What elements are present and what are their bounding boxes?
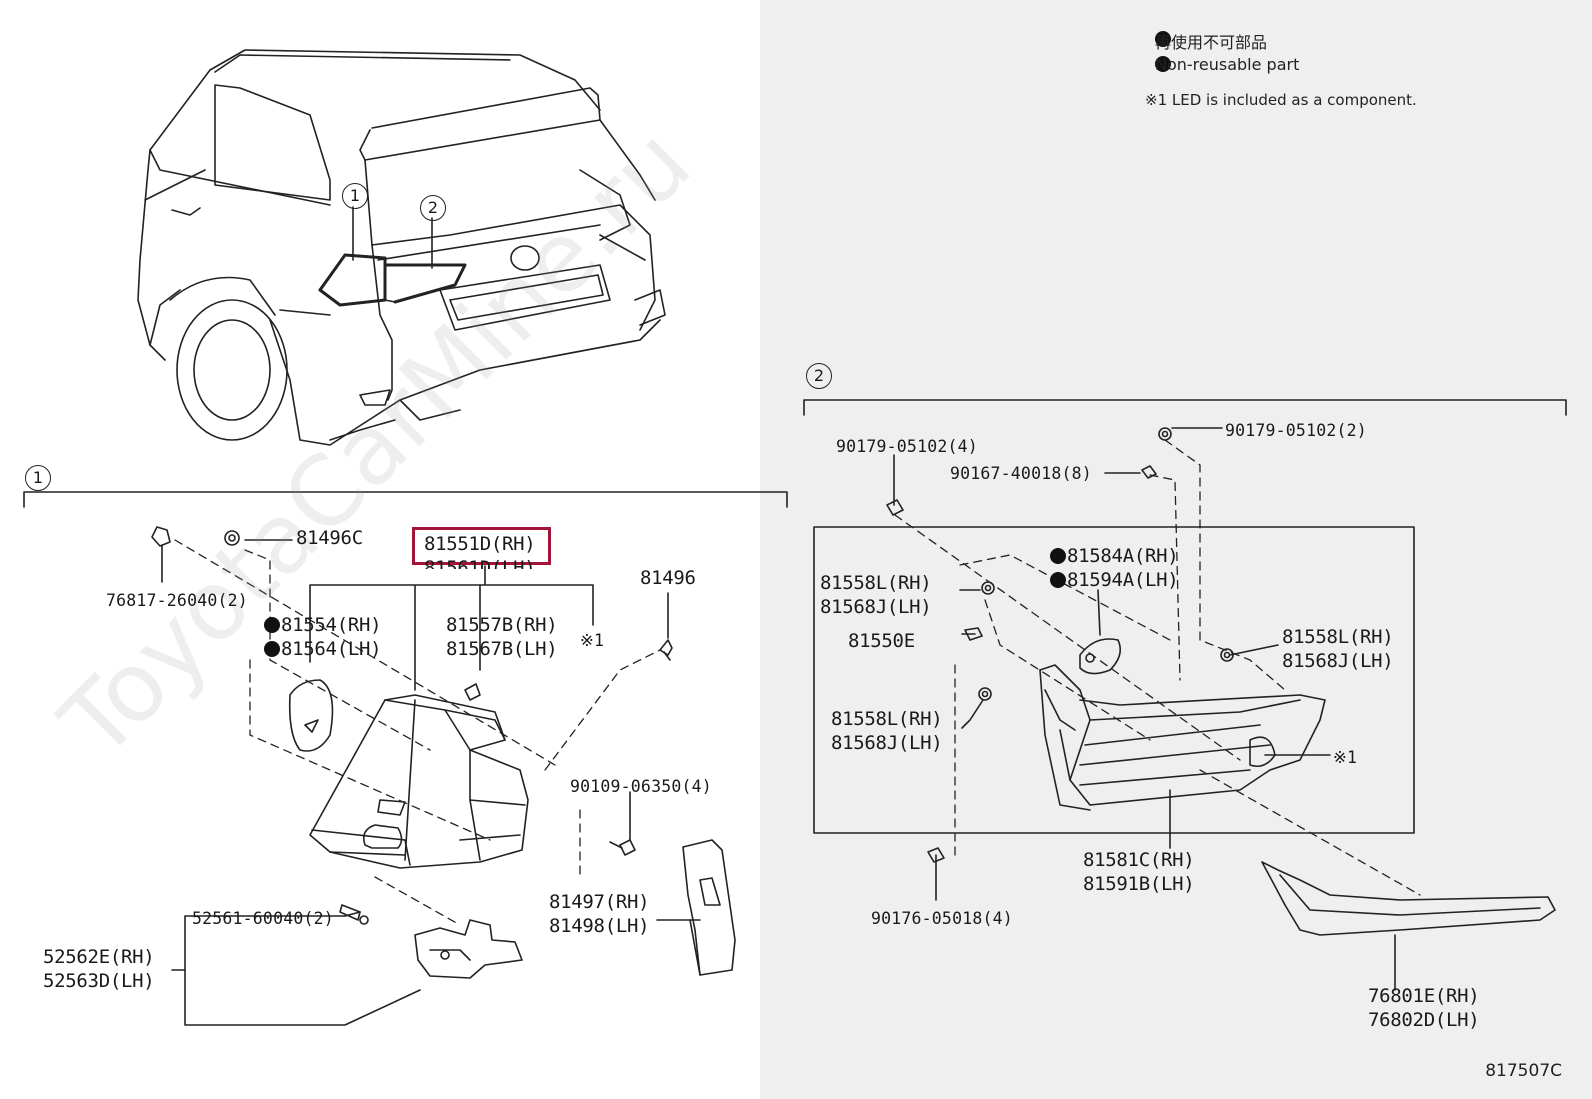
part-81567b[interactable]: 81567B(LH) — [446, 638, 558, 660]
non-reusable-icon — [1050, 548, 1066, 564]
part-81554[interactable]: 81554(RH) — [264, 614, 382, 636]
diagram-code: 817507C — [1485, 1061, 1562, 1081]
part-81584a[interactable]: 81584A(RH) — [1050, 545, 1179, 567]
part-81561d[interactable]: 81561D(LH) — [424, 557, 536, 569]
part-90179-05102-4[interactable]: 90179-05102(4) — [836, 437, 978, 456]
part-81568j-c[interactable]: 81568J(LH) — [1282, 650, 1394, 672]
part-81498[interactable]: 81498(LH) — [549, 915, 650, 937]
section-1-parts — [151, 526, 736, 979]
callout-2-car: 2 — [420, 195, 446, 221]
legend-en: Non-reusable part — [1155, 55, 1300, 74]
legend-jp: 再使用不可部品 — [1155, 33, 1268, 52]
part-81591b[interactable]: 81591B(LH) — [1083, 873, 1195, 895]
vehicle-rear-illustration — [137, 49, 666, 446]
non-reusable-icon — [264, 617, 280, 633]
legend-note: ※1 LED is included as a component. — [1145, 91, 1417, 109]
part-90109-06350[interactable]: 90109-06350(4) — [570, 777, 712, 796]
part-81558l-b[interactable]: 81558L(RH) — [831, 708, 943, 730]
non-reusable-icon — [264, 641, 280, 657]
part-81564[interactable]: 81564(LH) — [264, 638, 382, 660]
part-90176-05018[interactable]: 90176-05018(4) — [871, 909, 1013, 928]
part-81581c[interactable]: 81581C(RH) — [1083, 849, 1195, 871]
part-81568j-b[interactable]: 81568J(LH) — [831, 732, 943, 754]
note-ref-2: ※1 — [1333, 748, 1358, 767]
part-81496c[interactable]: 81496C — [296, 527, 363, 549]
section-1-lines — [23, 491, 788, 1026]
section-1-dashed — [174, 539, 661, 926]
part-76802d[interactable]: 76802D(LH) — [1368, 1009, 1480, 1031]
selected-part-highlight — [412, 527, 551, 565]
part-81557b[interactable]: 81557B(RH) — [446, 614, 558, 636]
part-81558l-a[interactable]: 81558L(RH) — [820, 572, 932, 594]
section-2-lines — [803, 399, 1567, 991]
part-81594a[interactable]: 81594A(LH) — [1050, 569, 1179, 591]
part-81550e[interactable]: 81550E — [848, 630, 915, 652]
section-2-parts — [886, 427, 1556, 936]
right-panel-background — [760, 0, 1592, 1099]
part-52561-60040[interactable]: 52561-60040(2) — [192, 909, 334, 928]
part-81497[interactable]: 81497(RH) — [549, 891, 650, 913]
part-52563d[interactable]: 52563D(LH) — [43, 970, 155, 992]
callout-1-car: 1 — [342, 183, 368, 209]
part-76801e[interactable]: 76801E(RH) — [1368, 985, 1480, 1007]
part-90167-40018[interactable]: 90167-40018(8) — [950, 464, 1092, 483]
callout-1-section: 1 — [25, 465, 51, 491]
part-81568j-a[interactable]: 81568J(LH) — [820, 596, 932, 618]
part-81551d[interactable]: 81551D(RH) — [424, 533, 536, 555]
part-81558l-c[interactable]: 81558L(RH) — [1282, 626, 1394, 648]
callout-2-section: 2 — [806, 363, 832, 389]
part-81496[interactable]: 81496 — [640, 567, 696, 589]
part-52562e[interactable]: 52562E(RH) — [43, 946, 155, 968]
non-reusable-icon — [1050, 572, 1066, 588]
part-90179-05102-2[interactable]: 90179-05102(2) — [1225, 421, 1367, 440]
note-ref-1: ※1 — [580, 631, 605, 650]
part-76817-26040[interactable]: 76817-26040(2) — [106, 591, 248, 610]
